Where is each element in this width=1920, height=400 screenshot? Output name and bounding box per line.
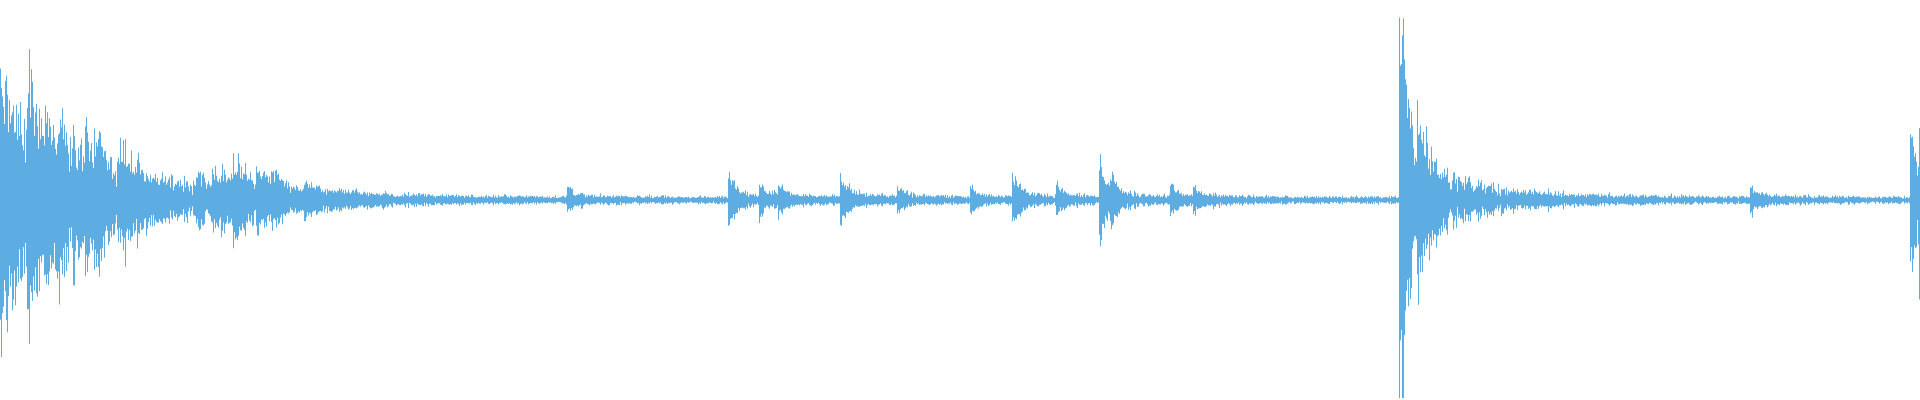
waveform-view[interactable] [0,0,1920,400]
audio-waveform[interactable] [0,0,1920,400]
